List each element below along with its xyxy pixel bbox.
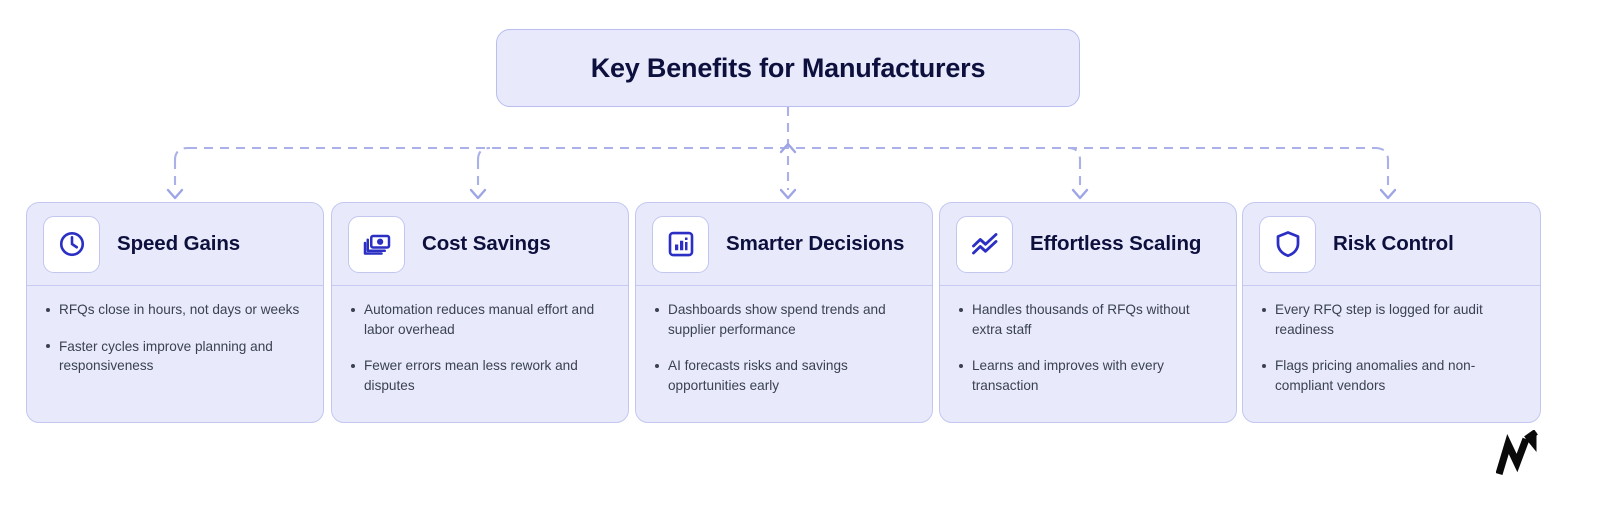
arrowhead-card-3 bbox=[779, 188, 797, 200]
bullet-list: Every RFQ step is logged for audit readi… bbox=[1257, 300, 1526, 395]
card-title: Smarter Decisions bbox=[726, 232, 905, 255]
brand-m-arrow-logo bbox=[1496, 430, 1538, 476]
list-item: RFQs close in hours, not days or weeks bbox=[41, 300, 309, 320]
arrowhead-card-1 bbox=[166, 188, 184, 200]
list-item: Handles thousands of RFQs without extra … bbox=[954, 300, 1222, 339]
bullet-list: Dashboards show spend trends and supplie… bbox=[650, 300, 918, 395]
benefit-card-speed-gains[interactable]: Speed Gains RFQs close in hours, not day… bbox=[26, 202, 324, 423]
arrowhead-bus-junction bbox=[779, 142, 797, 154]
card-title: Cost Savings bbox=[422, 232, 551, 255]
list-item: Dashboards show spend trends and supplie… bbox=[650, 300, 918, 339]
benefit-card-cost-savings[interactable]: Cost Savings Automation reduces manual e… bbox=[331, 202, 629, 423]
arrowhead-card-2 bbox=[469, 188, 487, 200]
card-header: Speed Gains bbox=[27, 203, 323, 286]
root-node[interactable]: Key Benefits for Manufacturers bbox=[496, 29, 1080, 107]
shield-icon bbox=[1276, 231, 1299, 258]
card-header: Effortless Scaling bbox=[940, 203, 1236, 286]
arrowhead-card-5 bbox=[1379, 188, 1397, 200]
icon-container bbox=[348, 215, 405, 273]
card-body: Every RFQ step is logged for audit readi… bbox=[1243, 286, 1540, 395]
connector-corner-right bbox=[1374, 146, 1390, 161]
list-item: Fewer errors mean less rework and disput… bbox=[346, 356, 614, 395]
icon-container bbox=[652, 215, 709, 273]
card-body: Automation reduces manual effort and lab… bbox=[332, 286, 628, 395]
bullet-list: Handles thousands of RFQs without extra … bbox=[954, 300, 1222, 395]
icon-container bbox=[43, 215, 100, 273]
card-title: Speed Gains bbox=[117, 232, 241, 255]
card-header: Cost Savings bbox=[332, 203, 628, 286]
bullet-list: RFQs close in hours, not days or weeks F… bbox=[41, 300, 309, 376]
card-title: Effortless Scaling bbox=[1030, 232, 1202, 255]
benefit-card-smarter-decisions[interactable]: Smarter Decisions Dashboards show spend … bbox=[635, 202, 933, 423]
trending-up-icon bbox=[971, 233, 997, 255]
card-body: Handles thousands of RFQs without extra … bbox=[940, 286, 1236, 395]
connector-corner-left bbox=[173, 146, 189, 161]
page-title: Key Benefits for Manufacturers bbox=[590, 52, 986, 83]
icon-container bbox=[956, 215, 1013, 273]
list-item: Every RFQ step is logged for audit readi… bbox=[1257, 300, 1526, 339]
bar-chart-icon bbox=[668, 231, 693, 257]
benefit-card-risk-control[interactable]: Risk Control Every RFQ step is logged fo… bbox=[1242, 202, 1541, 423]
banknotes-icon bbox=[363, 234, 390, 255]
card-header: Smarter Decisions bbox=[636, 203, 932, 286]
connector-corner-4 bbox=[1067, 146, 1082, 161]
bullet-list: Automation reduces manual effort and lab… bbox=[346, 300, 614, 395]
card-body: Dashboards show spend trends and supplie… bbox=[636, 286, 932, 395]
list-item: Faster cycles improve planning and respo… bbox=[41, 337, 309, 376]
benefit-card-effortless-scaling[interactable]: Effortless Scaling Handles thousands of … bbox=[939, 202, 1237, 423]
list-item: Automation reduces manual effort and lab… bbox=[346, 300, 614, 339]
card-title: Risk Control bbox=[1333, 232, 1454, 255]
list-item: AI forecasts risks and savings opportuni… bbox=[650, 356, 918, 395]
clock-icon bbox=[59, 231, 84, 257]
card-body: RFQs close in hours, not days or weeks F… bbox=[27, 286, 323, 376]
list-item: Flags pricing anomalies and non-complian… bbox=[1257, 356, 1526, 395]
icon-container bbox=[1259, 215, 1316, 273]
arrowhead-card-4 bbox=[1071, 188, 1089, 200]
card-header: Risk Control bbox=[1243, 203, 1540, 286]
list-item: Learns and improves with every transacti… bbox=[954, 356, 1222, 395]
connector-corner-2 bbox=[476, 146, 491, 161]
